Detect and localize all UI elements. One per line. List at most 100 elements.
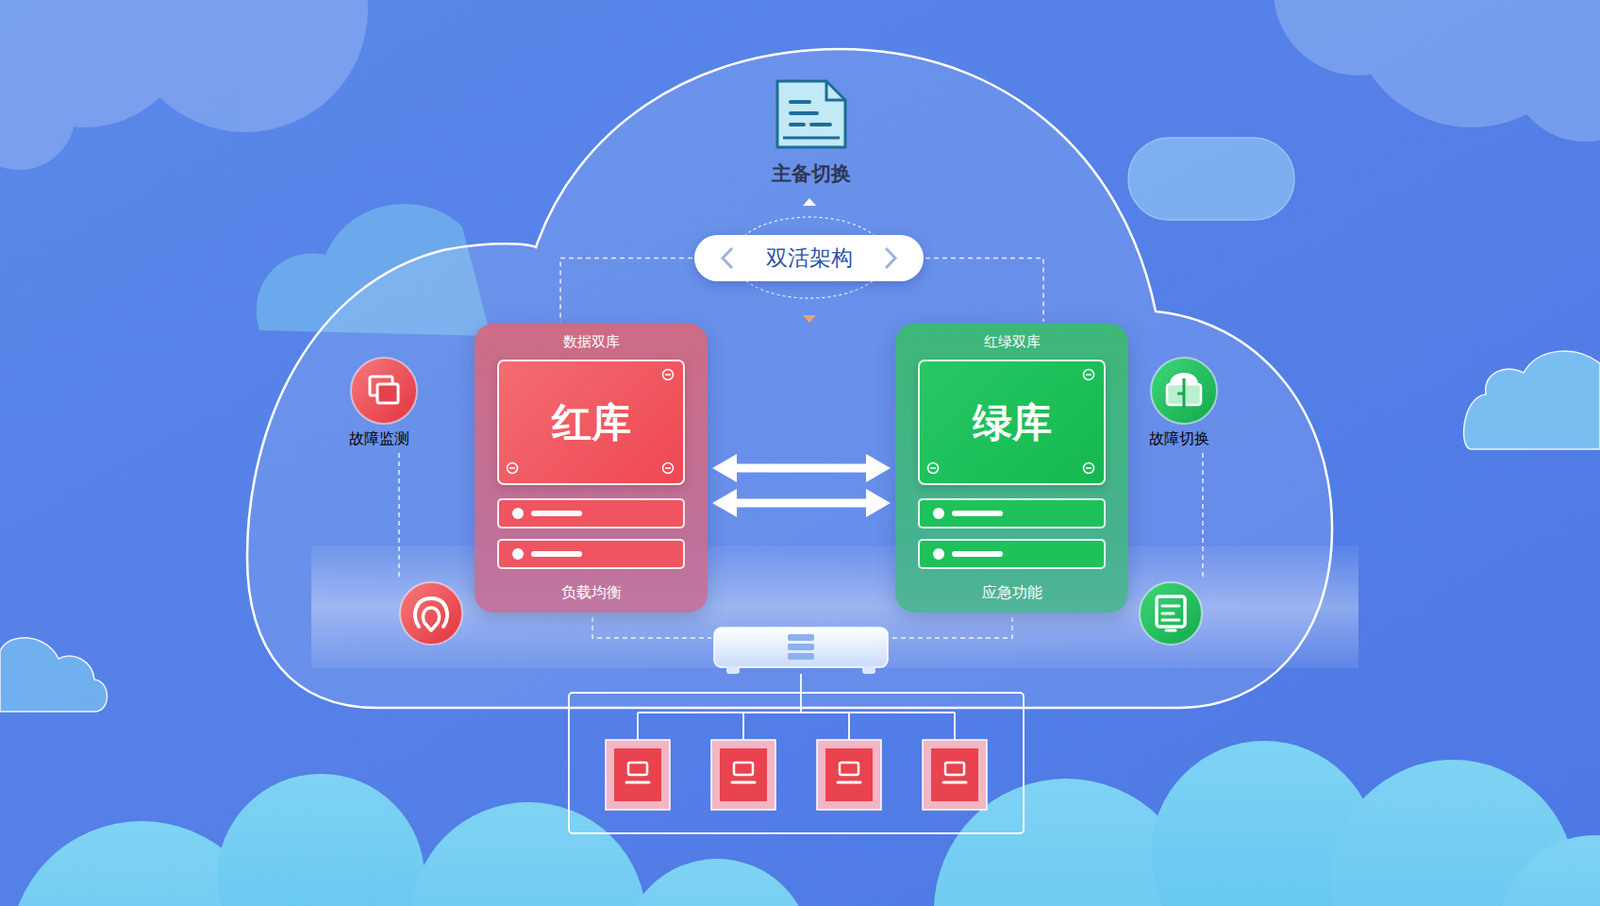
decor-cloud [216, 773, 425, 906]
decor-cloud [0, 0, 1600, 170]
status-icon [415, 598, 448, 627]
document-icon [777, 81, 846, 148]
panel-heading: 红绿双库 [983, 333, 1041, 351]
status-circle: 故障切换 [1149, 355, 1257, 450]
circle-shape [1177, 378, 1184, 409]
database-box: 绿库 [917, 359, 1106, 485]
terminal-box [816, 739, 882, 810]
icon-label: 故障监测 [349, 429, 457, 450]
rack-wiring [637, 712, 955, 740]
terminal-box [711, 739, 776, 810]
bar-marks [933, 548, 945, 560]
dashed-connector [560, 258, 693, 323]
decor-cloud [1509, 0, 1600, 142]
terminal-box [732, 781, 755, 784]
status-circle: 故障监测 [349, 355, 457, 450]
pointer-triangle [802, 198, 817, 206]
corner-marks [663, 369, 674, 381]
sync-arrow [725, 464, 878, 473]
document-icon [783, 136, 840, 140]
terminal-box [931, 748, 979, 801]
terminal-box [816, 739, 882, 810]
rack-wiring [568, 692, 1024, 834]
bar-marks [512, 548, 524, 560]
sync-arrow [725, 499, 878, 508]
server-device [714, 627, 888, 674]
bar-marks [951, 510, 1003, 517]
terminal-box [825, 748, 873, 801]
terminal-box [922, 739, 987, 810]
circle-shape [377, 383, 399, 403]
status-icon [1156, 596, 1185, 627]
corner-marks [665, 466, 671, 469]
terminal-box [943, 781, 967, 784]
status-icon [400, 582, 463, 645]
terminal-box [628, 762, 648, 775]
storage-bar [497, 538, 685, 569]
node-label: 绿库 [972, 396, 1052, 450]
floor-glow [311, 545, 1359, 668]
corner-marks [507, 463, 518, 474]
chevron-marks [885, 248, 896, 268]
circle-shape [350, 357, 417, 424]
document-icon [790, 101, 831, 125]
architecture-pill: 双活架构 [694, 234, 924, 282]
bar-marks [919, 500, 1104, 527]
terminal-box [837, 781, 861, 784]
terminal-box [605, 739, 670, 810]
terminal-box [719, 748, 767, 801]
circle-shape [349, 355, 419, 426]
terminal-box [626, 781, 650, 784]
leader-line [1201, 452, 1204, 578]
corner-marks [663, 463, 674, 474]
corner-marks [1085, 466, 1092, 469]
terminal-box [711, 739, 776, 810]
corner-marks [928, 463, 939, 474]
decor-cylinder [1128, 137, 1295, 220]
corner-marks [665, 373, 671, 376]
corner-marks [1083, 369, 1095, 381]
server-device [787, 643, 815, 650]
bar-marks [933, 507, 945, 519]
terminal-box [839, 762, 859, 775]
decor-cloud [122, 0, 368, 133]
bar-marks [531, 510, 583, 517]
status-icon [1139, 582, 1202, 645]
server-device [714, 627, 888, 667]
decor-cloud [1500, 834, 1600, 906]
decor-cloud [1464, 350, 1600, 450]
bar-marks [951, 550, 1003, 557]
dashed-connector [925, 258, 1044, 323]
decor-cloud [410, 801, 647, 906]
status-icon [1162, 605, 1180, 631]
bar-marks [531, 550, 583, 557]
storage-bar [497, 498, 685, 529]
status-icon [1139, 582, 1202, 645]
bar-marks [919, 540, 1104, 567]
terminal-box [605, 739, 987, 810]
decor-cloud [0, 637, 108, 712]
rack-wiring [568, 673, 1024, 834]
bar-marks [499, 500, 684, 527]
panel-heading: 数据双库 [563, 333, 620, 351]
leader-line [398, 452, 400, 578]
decor-cloud [9, 740, 1600, 906]
decor-cloud [1273, 0, 1444, 76]
corner-marks [1085, 373, 1092, 376]
server-device [726, 666, 740, 674]
pointer-triangle [802, 315, 817, 323]
panel-footer: 应急功能 [982, 583, 1043, 603]
terminal-box [922, 739, 987, 810]
server-device [787, 652, 815, 660]
server-device [787, 633, 815, 641]
storage-bar [917, 538, 1106, 569]
panel-footer: 负载均衡 [561, 583, 622, 603]
leader-line [890, 616, 1013, 638]
terminal-box [945, 762, 965, 775]
storage-bar [917, 498, 1106, 529]
bar-marks [512, 507, 524, 519]
document-icon [777, 81, 846, 148]
